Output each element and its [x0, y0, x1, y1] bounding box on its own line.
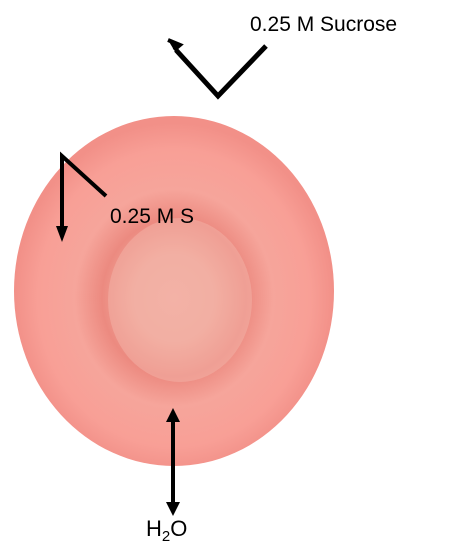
water-label-subscript: 2	[162, 528, 170, 545]
outer-solution-label: 0.25 M Sucrose	[250, 14, 397, 35]
water-label-tail: O	[170, 516, 187, 541]
inner-solution-label: 0.25 M S	[110, 206, 194, 227]
water-label: H2O	[146, 518, 187, 540]
cell-inner-depression	[108, 218, 252, 382]
water-label-base: H	[146, 516, 162, 541]
outer-solution-arrow-icon	[168, 40, 266, 96]
